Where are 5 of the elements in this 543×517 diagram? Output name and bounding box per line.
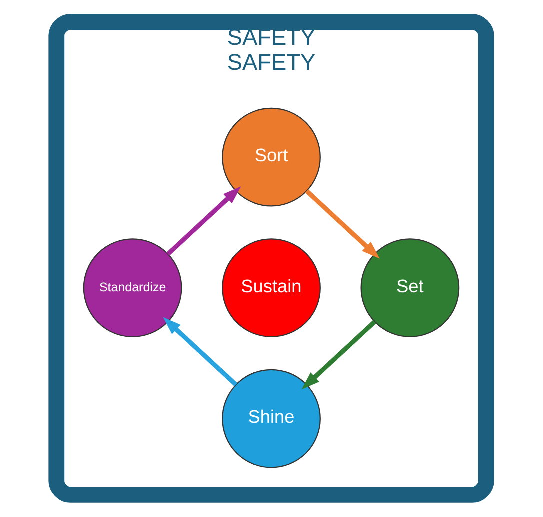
node-circle: Sustain bbox=[222, 238, 321, 338]
arrow bbox=[163, 317, 238, 387]
arrow bbox=[302, 320, 376, 390]
arrow bbox=[166, 186, 242, 256]
arrow bbox=[305, 190, 380, 259]
